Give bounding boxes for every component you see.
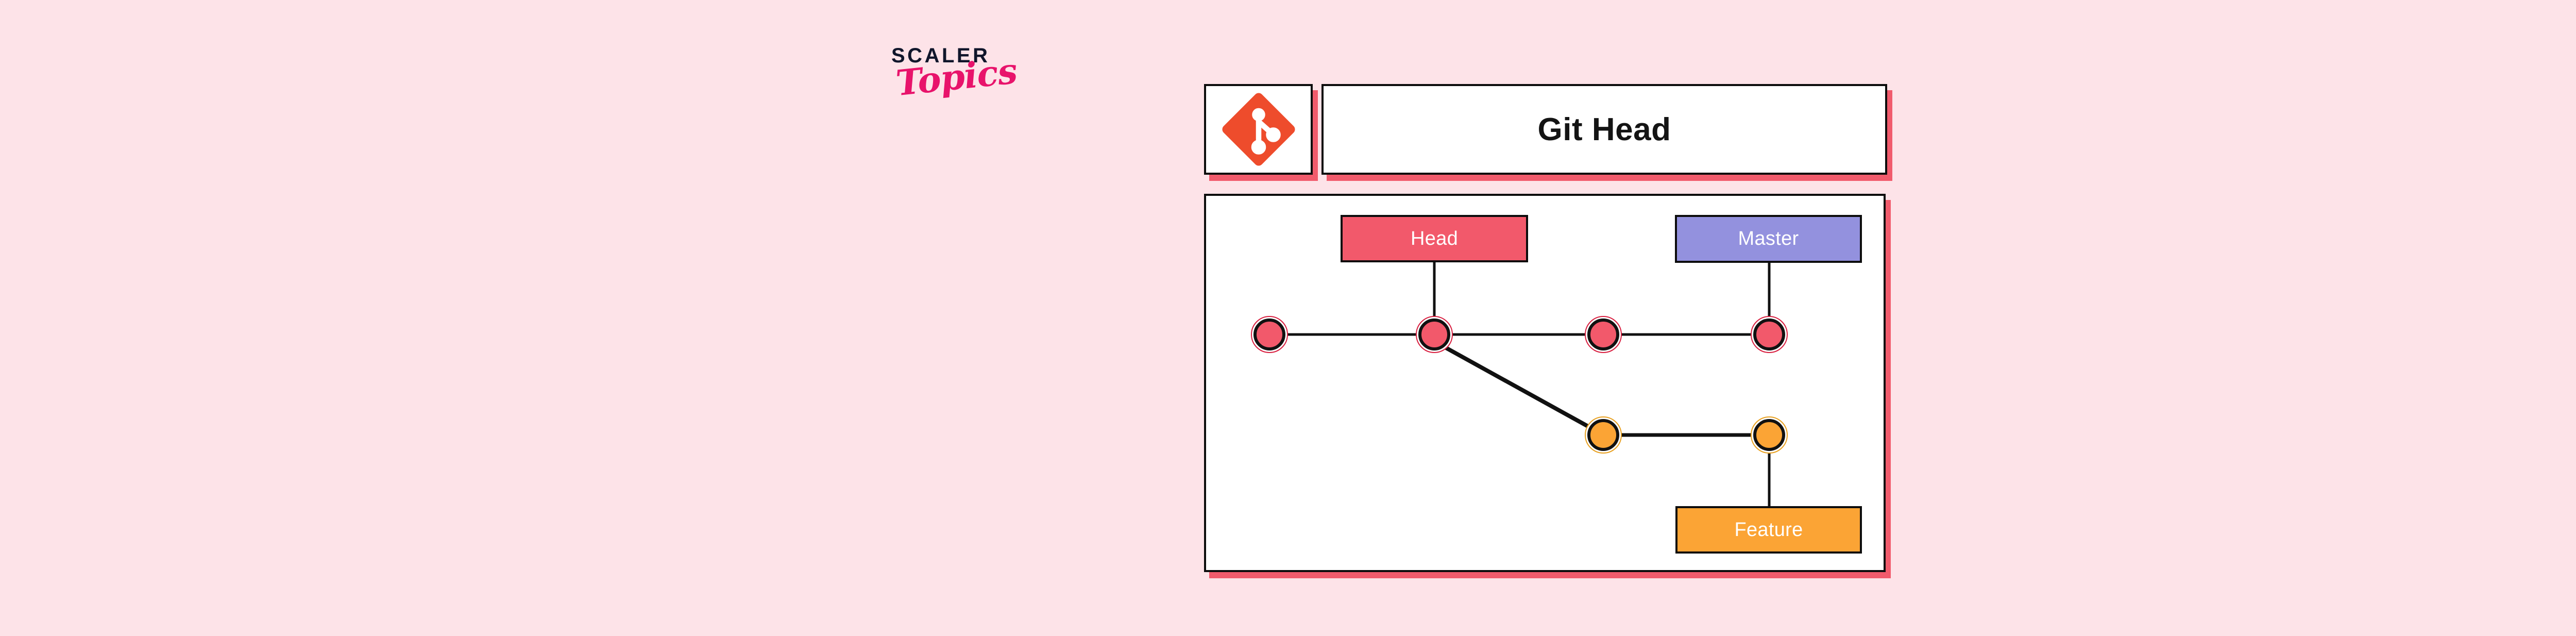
git-head-diagram-panel: Head Master Feature bbox=[1204, 194, 1886, 572]
commit-graph-canvas bbox=[1251, 262, 1788, 506]
commit-node-f1[interactable] bbox=[1585, 416, 1622, 454]
commit-node-c4[interactable] bbox=[1751, 316, 1788, 353]
commit-node-c3[interactable] bbox=[1585, 316, 1622, 353]
commit-node-c1[interactable] bbox=[1251, 316, 1288, 353]
page-title: Git Head bbox=[1537, 111, 1671, 147]
branch-label-feature-text: Feature bbox=[1734, 518, 1803, 541]
scaler-topics-logo: SCALER Topics bbox=[887, 45, 1031, 133]
edge-c2-f1 bbox=[1444, 345, 1594, 431]
branch-label-head[interactable]: Head bbox=[1341, 215, 1528, 262]
page-title-card: Git Head bbox=[1321, 84, 1887, 175]
commit-node-f2[interactable] bbox=[1751, 416, 1788, 454]
git-logo-icon bbox=[1222, 93, 1295, 166]
git-logo-card bbox=[1204, 84, 1313, 175]
branch-label-master-text: Master bbox=[1738, 228, 1799, 249]
branch-label-feature[interactable]: Feature bbox=[1675, 506, 1862, 554]
brand-scaler-wordmark: SCALER bbox=[891, 44, 990, 67]
branch-label-master[interactable]: Master bbox=[1675, 215, 1862, 263]
commit-node-c2[interactable] bbox=[1416, 316, 1453, 353]
branch-label-head-text: Head bbox=[1410, 227, 1459, 249]
